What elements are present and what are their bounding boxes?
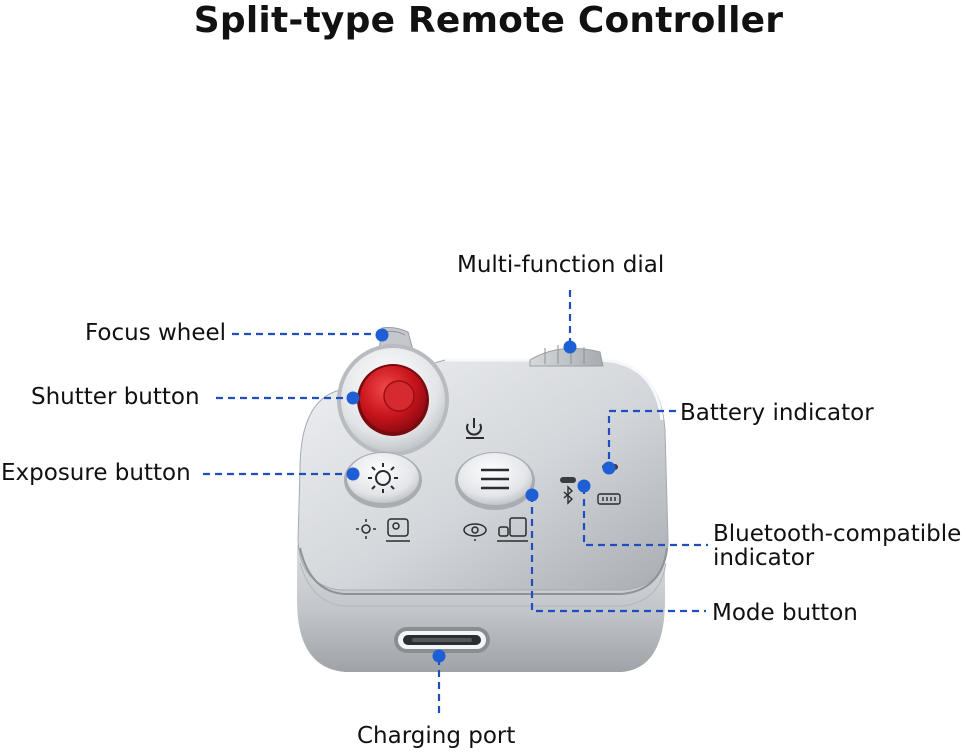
photo-mode-small-icon: [463, 523, 487, 541]
callout-bluetooth-indicator: Bluetooth-compatible indicator: [713, 521, 962, 571]
callout-charging-port: Charging port: [357, 723, 516, 749]
callout-battery-indicator: Battery indicator: [680, 400, 874, 426]
exposure-button-illustration: [344, 452, 422, 508]
callout-exposure-button: Exposure button: [1, 460, 191, 486]
face-tracking-small-icon: [386, 518, 410, 542]
brightness-small-icon: [356, 519, 376, 539]
dial-callout-dot: [563, 340, 577, 354]
mode-callout-dot: [525, 488, 539, 502]
page-title: Split-type Remote Controller: [193, 0, 784, 41]
callout-dots: [346, 328, 616, 663]
shutter-callout-dot: [346, 391, 360, 405]
callout-focus-wheel: Focus wheel: [85, 320, 227, 346]
mode-button-illustration: [455, 452, 535, 510]
usb-c-port: [394, 627, 490, 653]
charging-callout-dot: [432, 649, 446, 663]
callout-mode-button: Mode button: [712, 600, 858, 626]
power-icon: [466, 418, 484, 439]
battery-callout-dot: [602, 461, 616, 475]
callout-multi-function-dial: Multi-function dial: [457, 252, 665, 278]
bluetooth-led: [560, 477, 576, 505]
bluetooth-callout-dot: [577, 479, 591, 493]
video-mode-small-icon: [497, 517, 528, 542]
callout-lines: [203, 290, 708, 716]
exposure-callout-dot: [346, 467, 360, 481]
shutter-button-illustration: [337, 344, 449, 456]
focus-wheel-callout-dot: [375, 328, 389, 342]
callout-shutter-button: Shutter button: [31, 384, 200, 410]
